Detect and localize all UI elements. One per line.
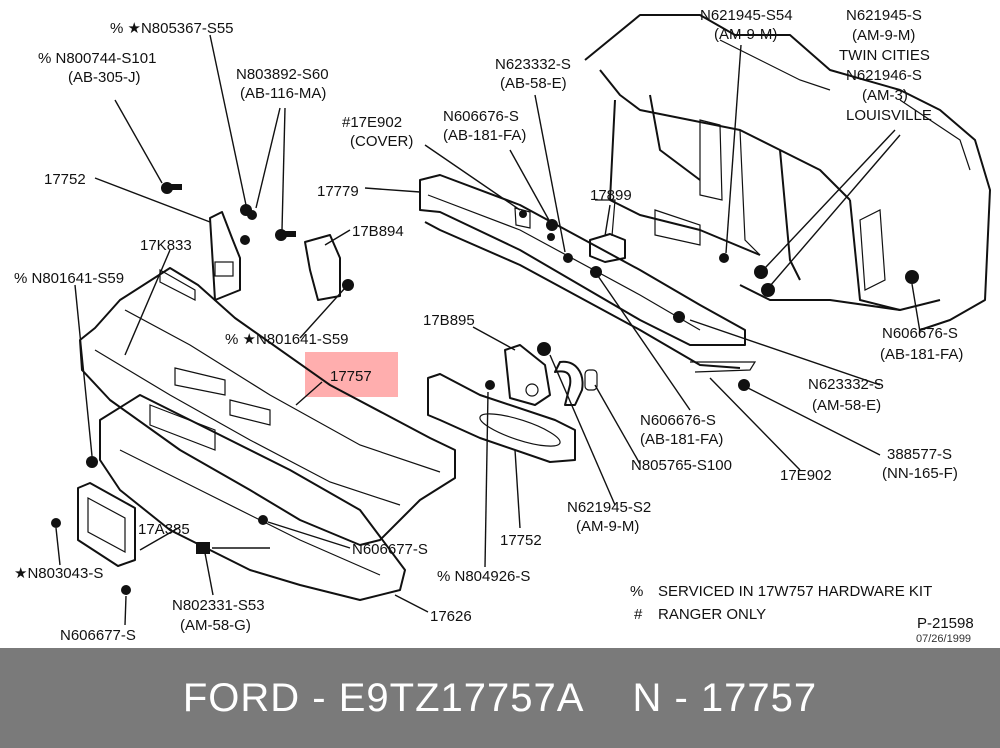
- highlight-box: [305, 352, 398, 397]
- note-symbol-ranger: #: [634, 606, 643, 623]
- callout-hardware-kit-bolt: % ★N805367-S55: [110, 20, 234, 37]
- callout-part-17752-lower: 17752: [500, 532, 542, 549]
- bumper-17757: [79, 267, 456, 546]
- callout-cover-17e902: #17E902(COVER): [342, 114, 413, 150]
- bracket-17B894: [304, 234, 341, 301]
- callout-nut-n606677-center: N606677-S: [352, 541, 428, 558]
- callout-part-17779: 17779: [317, 183, 359, 200]
- callout-bolt-n800744: % N800744-S101(AB-305-J): [38, 50, 156, 86]
- bracket-17B895: [504, 344, 551, 406]
- callout-part-17899: 17899: [590, 187, 632, 204]
- callout-pin-n805765: N805765-S100: [631, 457, 732, 474]
- callout-nut-n621945-s54: N621945-S54(AM-9-M): [700, 7, 793, 43]
- callout-labels: % ★N805367-S55 % N800744-S101(AB-305-J) …: [14, 7, 963, 644]
- callout-part-17757: 17757: [330, 368, 372, 385]
- callout-part-17k833: 17K833: [140, 237, 192, 254]
- vehicle-frame-drawing: [584, 14, 991, 331]
- reinforcement-bar-17779: [419, 174, 757, 373]
- note-symbol-hardware-kit: %: [630, 583, 643, 600]
- footer-separator: -: [312, 675, 327, 720]
- footer-ref-prefix: N: [632, 675, 663, 720]
- callout-bolt-n606676-lower: N606676-S(AB-181-FA): [640, 412, 723, 448]
- callout-nut-n801641-center: % ★N801641-S59: [225, 331, 349, 348]
- callout-bolt-n606676-upper: N606676-S(AB-181-FA): [443, 108, 526, 144]
- callout-bolt-388577: 388577-S(NN-165-F): [882, 446, 958, 482]
- callout-nut-n621945-s2: N621945-S2(AM-9-M): [567, 499, 651, 535]
- callout-nut-n606677-bottom: N606677-S: [60, 627, 136, 644]
- callout-part-17a385: 17A385: [138, 521, 190, 538]
- diagram-notes: % SERVICED IN 17W757 HARDWARE KIT # RANG…: [630, 583, 974, 645]
- callout-bolt-n804926: % N804926-S: [437, 568, 530, 585]
- callout-part-17b894: 17B894: [352, 223, 404, 240]
- leader-lines: [55, 34, 921, 626]
- hardware-fasteners: [51, 182, 919, 595]
- bracket-17752-lower: [427, 373, 576, 463]
- callout-bolt-n803892: N803892-S60(AB-116-MA): [236, 66, 329, 102]
- footer-ref-separator: -: [674, 675, 689, 720]
- callout-part-17e902: 17E902: [780, 467, 832, 484]
- exploded-parts-diagram: % ★N805367-S55 % N800744-S101(AB-305-J) …: [14, 7, 991, 645]
- part-number-footer: FORD - E9TZ17757A N - 17757: [0, 648, 1000, 748]
- figure-id: P-21598: [917, 615, 974, 632]
- callout-part-17752-upper: 17752: [44, 171, 86, 188]
- note-hardware-kit: SERVICED IN 17W757 HARDWARE KIT: [658, 583, 932, 600]
- callout-bolt-n606676-right: N606676-S(AB-181-FA): [880, 325, 963, 363]
- callout-screw-n803043: ★N803043-S: [14, 565, 103, 582]
- note-ranger-only: RANGER ONLY: [658, 606, 766, 623]
- footer-brand: FORD: [182, 675, 301, 720]
- callout-part-17626: 17626: [430, 608, 472, 625]
- callout-nut-n623332-lower: N623332-S(AM-58-E): [808, 376, 884, 414]
- tow-hook: [554, 360, 598, 406]
- bracket-17899: [589, 199, 626, 263]
- callout-part-17b895: 17B895: [423, 312, 475, 329]
- bracket-17752-upper: [209, 211, 241, 301]
- figure-date: 07/26/1999: [916, 633, 971, 645]
- callout-clip-n802331: N802331-S53(AM-58-G): [172, 597, 265, 634]
- license-bracket-17A385: [77, 482, 136, 567]
- footer-part-number: E9TZ17757A: [338, 675, 585, 720]
- callout-nut-n801641-left: % N801641-S59: [14, 270, 124, 287]
- valance-17626: [99, 394, 406, 601]
- footer-ref-number: 17757: [700, 675, 818, 720]
- callout-nut-n623332-upper: N623332-S(AB-58-E): [495, 56, 571, 92]
